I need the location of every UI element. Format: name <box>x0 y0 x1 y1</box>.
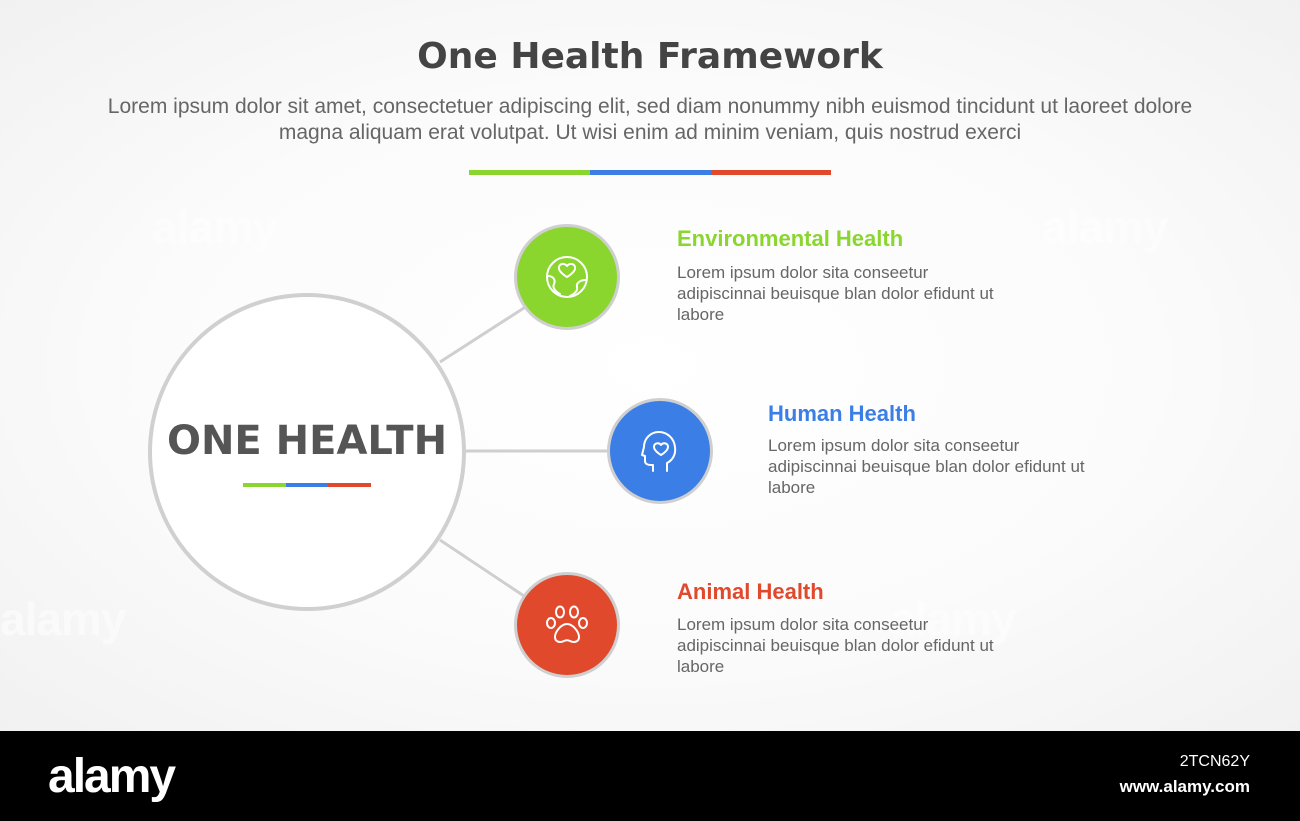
earth-heart-icon <box>546 256 588 298</box>
center-divider-blue <box>286 483 328 487</box>
footer-logo: alamy <box>48 750 176 803</box>
item-desc-human: Lorem ipsum dolor sita conseetur adipisc… <box>768 436 1085 497</box>
center-divider-red <box>328 483 371 487</box>
connector-lines <box>439 304 609 600</box>
divider-red <box>711 170 831 175</box>
connector-line-animal <box>439 538 528 600</box>
center-label: ONE HEALTH <box>166 418 448 464</box>
item-title-human: Human Health <box>768 401 916 426</box>
divider-green <box>469 170 590 175</box>
page-subtitle: Lorem ipsum dolor sit amet, consectetuer… <box>107 95 1193 144</box>
paw-icon <box>546 605 588 643</box>
node-environmental <box>514 224 620 330</box>
footer-bar: alamy 2TCN62Y www.alamy.com <box>0 731 1300 821</box>
node-human <box>607 398 713 504</box>
watermark: alamy <box>152 201 278 253</box>
watermark: alamy <box>890 593 1016 645</box>
item-title-animal: Animal Health <box>677 579 824 604</box>
footer-image-id: 2TCN62Y <box>1179 753 1250 770</box>
node-animal <box>514 572 620 678</box>
item-desc-environmental: Lorem ipsum dolor sita conseetur adipisc… <box>677 263 994 324</box>
divider-blue <box>590 170 711 175</box>
item-desc-animal: Lorem ipsum dolor sita conseetur adipisc… <box>677 615 994 676</box>
watermark: alamy <box>1042 201 1168 253</box>
page-title: One Health Framework <box>417 36 883 77</box>
item-title-environmental: Environmental Health <box>677 226 904 251</box>
connector-line-environmental <box>439 304 528 364</box>
center-divider-green <box>243 483 286 487</box>
infographic-canvas: alamy alamy alamy alamy One Health Frame… <box>0 0 1300 731</box>
center-circle <box>148 293 466 611</box>
watermark: alamy <box>0 593 126 645</box>
head-heart-icon <box>641 431 677 472</box>
footer-url: www.alamy.com <box>1119 777 1250 796</box>
